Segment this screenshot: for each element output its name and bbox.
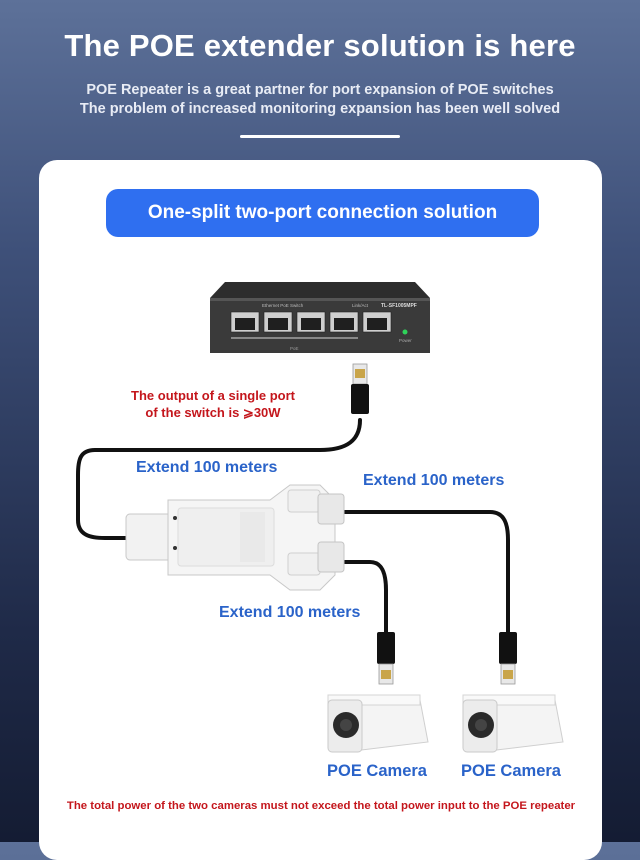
extend-label-bottom: Extend 100 meters [219, 604, 361, 621]
bullet-camera-icon [462, 694, 564, 753]
port-note-line-1: The output of a single port [131, 388, 295, 403]
switch-brand-label: Ethernet PoE Switch [262, 303, 304, 308]
cable-repeater-to-left-camera [343, 560, 388, 642]
subtitle-line-1: POE Repeater is a great partner for port… [86, 82, 554, 98]
cable-repeater-to-right-camera [343, 510, 510, 642]
cable-switch-to-repeater [76, 418, 362, 540]
switch-power-label: Power [399, 338, 412, 343]
camera-label-right: POE Camera [461, 762, 561, 780]
diagram-graphics: Ethernet PoE Switch Link/Act TL-SF1005MP… [76, 282, 564, 753]
bullet-camera-icon [327, 694, 429, 753]
page-title: The POE extender solution is here [64, 28, 576, 63]
solution-banner: One-split two-port connection solution [106, 189, 539, 237]
title-divider [240, 135, 400, 138]
extend-label-right: Extend 100 meters [363, 472, 505, 489]
switch-link-label: Link/Act [352, 303, 369, 308]
power-limit-note: The total power of the two cameras must … [66, 800, 576, 812]
camera-label-left: POE Camera [327, 762, 427, 780]
rj45-connector-icon [351, 363, 369, 414]
port-note-line-2: of the switch is ⩾30W [145, 405, 281, 420]
poe-switch-icon: Ethernet PoE Switch Link/Act TL-SF1005MP… [210, 282, 430, 353]
subtitle-line-2: The problem of increased monitoring expa… [79, 101, 561, 117]
poe-repeater-icon [125, 484, 345, 591]
switch-model-label: TL-SF1005MPF [381, 303, 417, 309]
switch-port-strip-label: PoE [290, 346, 299, 351]
extend-label-left: Extend 100 meters [136, 459, 278, 476]
